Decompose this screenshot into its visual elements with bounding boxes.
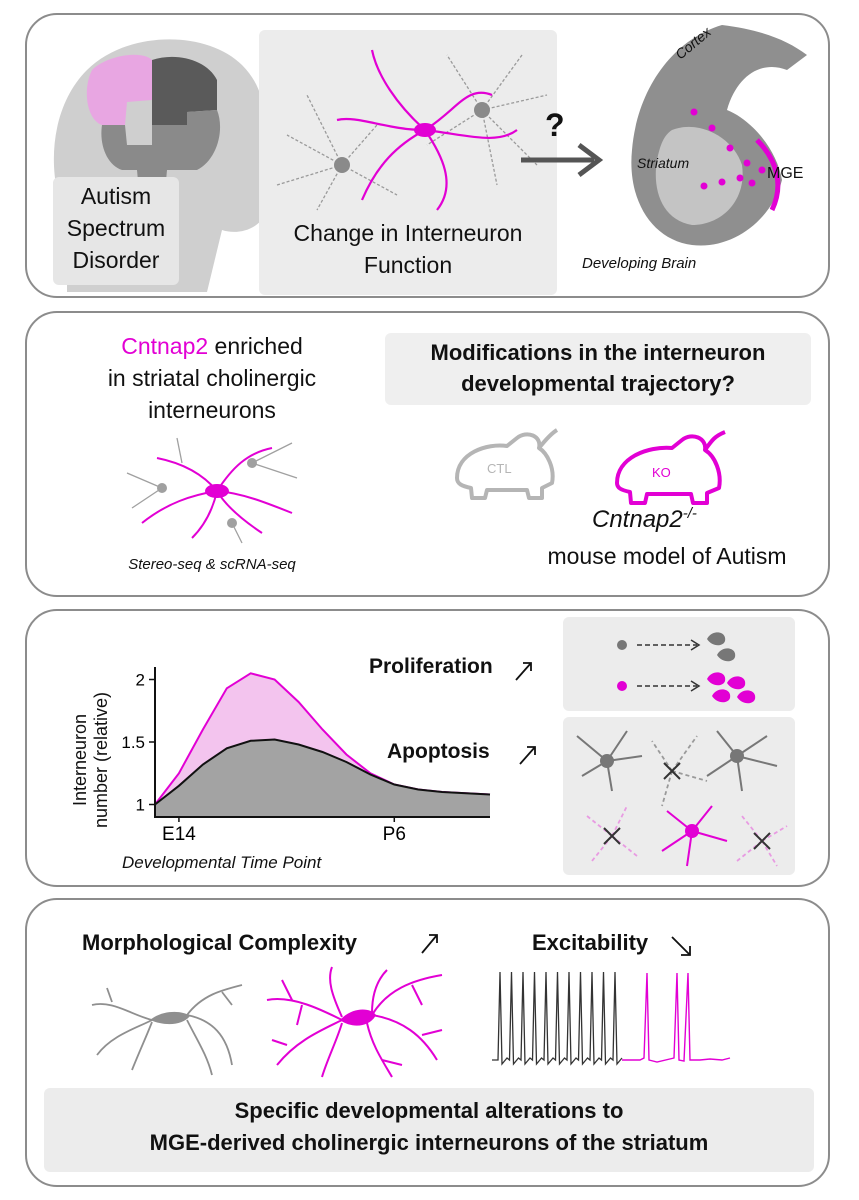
model-label: mouse model of Autism xyxy=(547,543,787,569)
gene-name: Cntnap2 xyxy=(592,506,683,533)
arrow-up-right-icon xyxy=(515,662,532,681)
y-tick-label: 1.5 xyxy=(121,733,145,752)
question-mark: ? xyxy=(545,107,565,143)
question-box xyxy=(385,333,811,405)
proliferation-diagram-icon xyxy=(617,632,756,704)
change-line1: Change in Interneuron xyxy=(293,220,523,246)
panel-morphology: Morphological Complexity Excitability Sp… xyxy=(25,898,830,1187)
interneuron-box xyxy=(259,30,557,295)
cntnap2-line2: in striatal cholinergic xyxy=(107,365,317,391)
ko-label: KO xyxy=(652,465,671,480)
asd-label-box xyxy=(53,177,179,285)
gene-superscript: -/- xyxy=(682,505,697,522)
proliferation-box xyxy=(563,617,795,711)
y-tick-label: 2 xyxy=(136,671,145,690)
knockout-spike-trace-icon xyxy=(622,972,731,1063)
arrow-right-icon xyxy=(521,143,604,177)
change-line2: Function xyxy=(363,252,453,278)
arrow-down-right-icon xyxy=(671,936,691,956)
knockout-neuron-icon xyxy=(266,966,443,1078)
x-axis-label: Developmental Time Point xyxy=(122,853,322,872)
conclusion-line1: Specific developmental alterations to xyxy=(234,1098,624,1123)
asd-line1: Autism xyxy=(80,183,152,209)
mge-label: MGE xyxy=(767,165,804,182)
striatum-label: Striatum xyxy=(637,155,690,171)
enriched-text: enriched xyxy=(208,333,303,359)
x-tick-label: E14 xyxy=(162,824,196,845)
cntnap2-enriched-line1: Cntnap2 enriched xyxy=(77,333,347,360)
panel-asd-overview: Autism Spectrum Disorder Change in Inter… xyxy=(25,13,830,298)
ctl-mouse-icon xyxy=(455,428,559,500)
asd-line3: Disorder xyxy=(72,247,160,273)
morph-label: Morphological Complexity xyxy=(82,930,358,955)
conclusion-box xyxy=(44,1088,814,1172)
apoptosis-diagram-icon xyxy=(576,730,788,867)
ylabel-line1: Interneuron xyxy=(70,713,90,807)
chart-axes xyxy=(154,667,490,818)
ko-mouse-icon xyxy=(615,430,726,505)
control-neuron-icon xyxy=(91,984,243,1076)
conclusion-line2: MGE-derived cholinergic interneurons of … xyxy=(149,1130,709,1155)
interneuron-network-icon xyxy=(276,49,548,211)
methods-label: Stereo-seq & scRNA-seq xyxy=(128,556,296,573)
x-tick-label: P6 xyxy=(383,824,406,845)
proliferation-label: Proliferation xyxy=(369,655,493,678)
developing-brain-label: Developing Brain xyxy=(582,255,697,272)
cntnap2-line3: interneurons xyxy=(148,397,276,423)
ctl-label: CTL xyxy=(487,461,512,476)
excitability-label: Excitability xyxy=(532,930,649,955)
question-line1: Modifications in the interneuron xyxy=(430,340,766,365)
control-spike-trace-icon xyxy=(492,971,623,1066)
arrow-up-right-icon xyxy=(519,746,536,765)
series-area-2 xyxy=(155,739,490,817)
apoptosis-label: Apoptosis xyxy=(387,740,490,763)
series-line-2 xyxy=(154,738,491,806)
panel-cntnap2: Cntnap2 enriched in striatal cholinergic… xyxy=(25,311,830,597)
cholinergic-interneuron-icon xyxy=(126,437,298,544)
cntnap2-gene: Cntnap2 xyxy=(121,333,209,359)
question-line2: developmental trajectory? xyxy=(461,371,735,396)
arrow-up-right-icon xyxy=(421,934,438,954)
y-tick-label: 1 xyxy=(136,796,145,815)
asd-line2: Spectrum xyxy=(66,215,166,241)
gene-knockout-label: Cntnap2-/- xyxy=(592,505,697,534)
developing-brain-icon xyxy=(631,25,807,246)
